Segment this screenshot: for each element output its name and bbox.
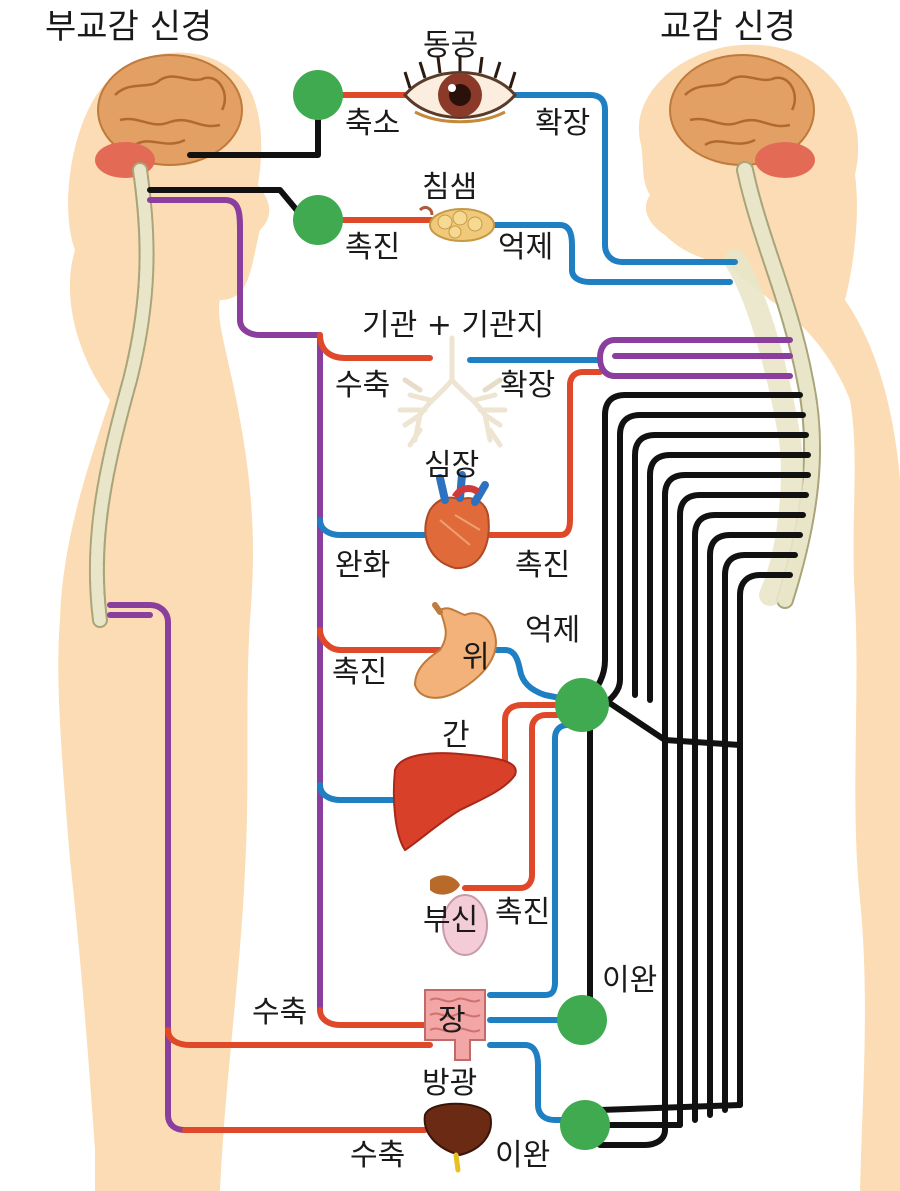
label-bronchi-para: 수축 — [335, 368, 390, 403]
label-bronchi-symp: 확장 — [500, 368, 555, 403]
heart-icon — [424, 471, 490, 570]
label-pupil-symp: 확장 — [535, 106, 590, 141]
bladder-icon — [423, 1102, 492, 1173]
symp-heart-red — [487, 369, 603, 538]
title-parasympathetic: 부교감 신경 — [45, 7, 212, 47]
symp-adrenal-red — [462, 712, 573, 891]
para-intestine-red — [317, 1007, 433, 1028]
symp-stomach-blue — [477, 647, 573, 703]
para-bronchi-red — [317, 332, 433, 361]
symp-pupil-blue — [497, 92, 738, 265]
otic-ganglion — [293, 195, 343, 245]
nerve-pathways — [107, 92, 811, 1148]
vagus-purple — [147, 197, 323, 1013]
mesenteric-ganglion — [557, 995, 607, 1045]
para-liver-blue — [317, 782, 403, 803]
label-bladder-para: 수축 — [350, 1138, 405, 1173]
label-stomach-symp: 억제 — [525, 613, 580, 648]
label-stomach-para: 촉진 — [332, 655, 387, 690]
hypogastric-ganglion — [560, 1100, 610, 1150]
salivary-gland-icon — [418, 206, 495, 242]
label-heart: 심장 — [424, 448, 479, 483]
label-intestine-para: 수축 — [252, 995, 307, 1030]
label-stomach: 위 — [462, 640, 490, 675]
label-liver: 간 — [442, 718, 470, 753]
symp-purple-loop-upper — [597, 337, 793, 379]
right-body-silhouette — [638, 44, 900, 1191]
label-bladder: 방광 — [422, 1066, 477, 1101]
symp-chain-fibers — [582, 392, 811, 1148]
para-stomach-red — [317, 627, 443, 653]
ganglia — [293, 70, 610, 1150]
symp-intestine-blue — [487, 722, 583, 998]
label-bladder-symp: 이완 — [495, 1138, 550, 1173]
title-sympathetic: 교감 신경 — [660, 7, 796, 47]
stomach-icon — [413, 602, 497, 699]
symp-liver-red — [502, 702, 573, 768]
label-intestine: 장 — [438, 1003, 466, 1038]
left-brain — [95, 54, 243, 178]
label-pupil: 동공 — [423, 28, 478, 63]
label-intestine-symp: 이완 — [602, 963, 657, 998]
symp-salivary-blue — [487, 222, 733, 285]
label-salivary: 침샘 — [422, 170, 477, 205]
left-spinal-cord — [88, 162, 155, 628]
bronchi-icon — [397, 335, 508, 448]
symp-bladder-blue — [487, 1042, 583, 1123]
label-salivary-para: 촉진 — [345, 230, 400, 265]
label-heart-symp: 촉진 — [515, 548, 570, 583]
label-adrenal: 부신 — [423, 903, 478, 938]
label-heart-para: 완화 — [335, 548, 390, 583]
adrenal-kidney-icon — [430, 875, 488, 956]
label-bronchi: 기관 + 기관지 — [362, 308, 544, 343]
label-salivary-symp: 억제 — [498, 230, 553, 265]
para-intestine-red-2 — [165, 1027, 433, 1048]
para-heart-blue — [317, 517, 433, 538]
left-body-silhouette — [58, 52, 270, 1191]
celiac-ganglion — [555, 678, 609, 732]
label-adrenal-symp: 촉진 — [495, 895, 550, 930]
eye-icon — [403, 55, 517, 124]
ciliary-ganglion — [293, 70, 343, 120]
para-sacral-purple — [107, 602, 188, 1133]
intestine-icon — [424, 989, 486, 1061]
right-spinal-cord — [724, 161, 822, 609]
liver-icon — [392, 752, 517, 852]
label-pupil-para: 축소 — [345, 106, 400, 141]
